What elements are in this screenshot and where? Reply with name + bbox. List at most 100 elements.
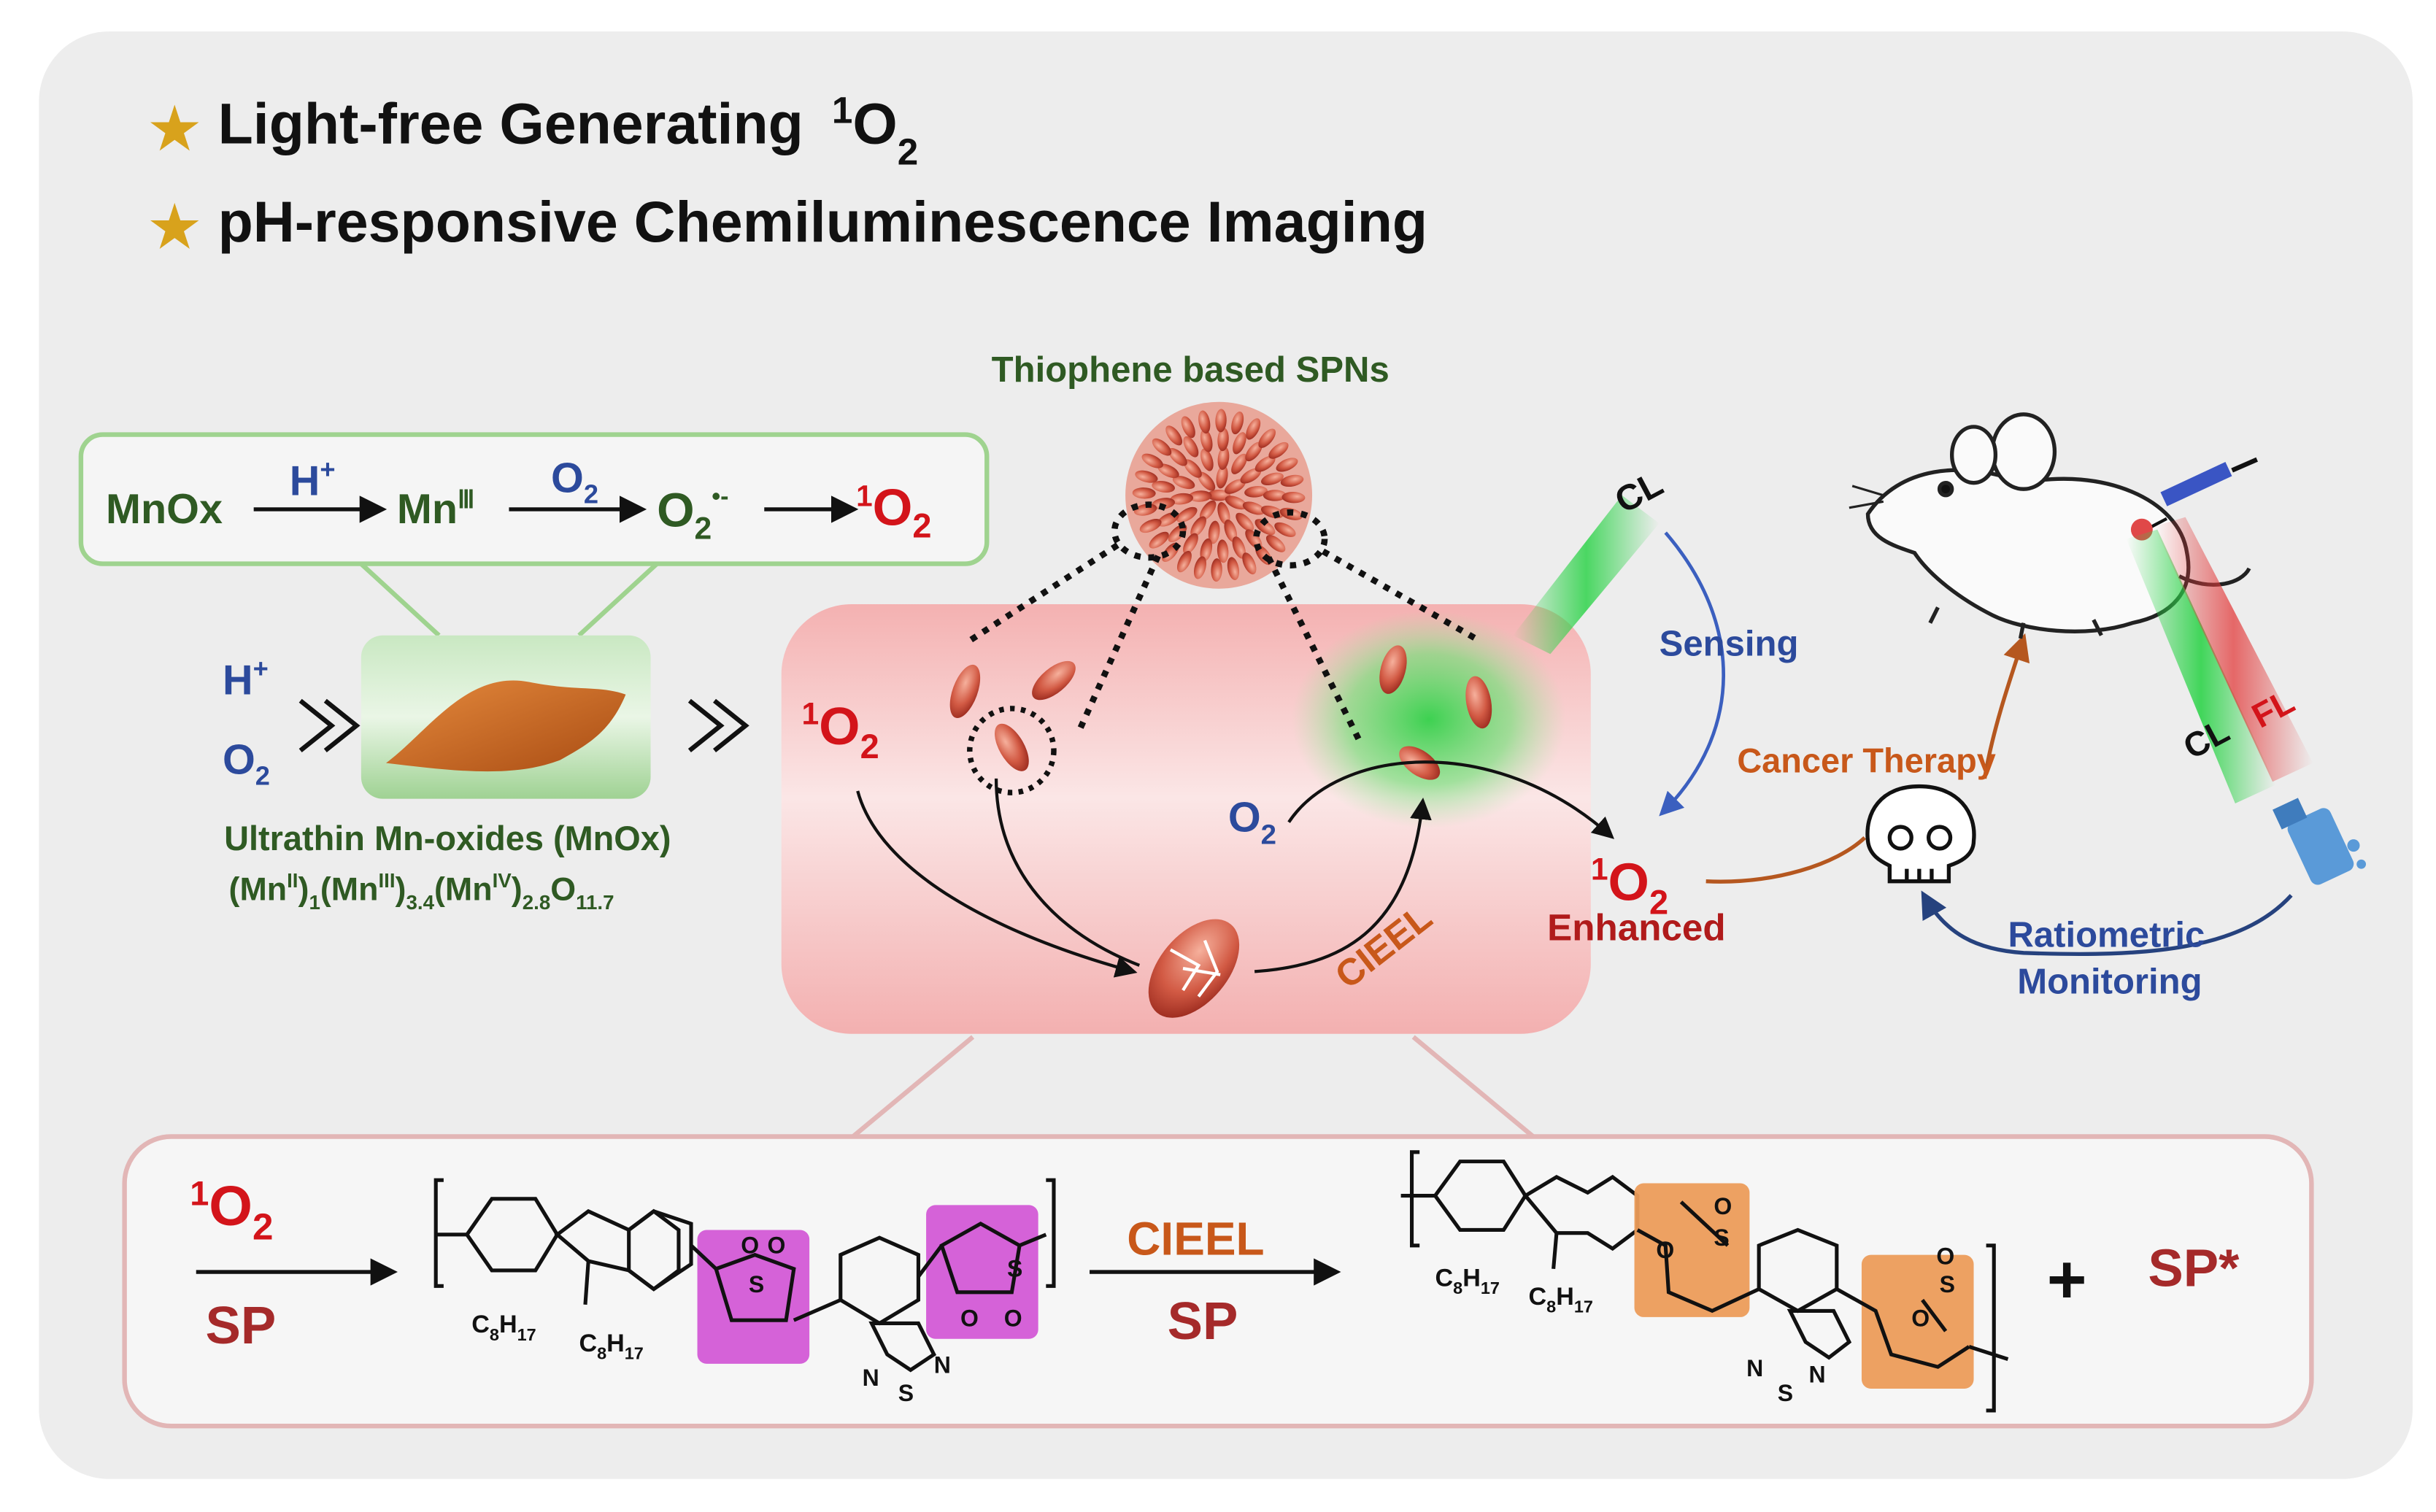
spn-pellet xyxy=(1217,428,1229,452)
spn-pellet xyxy=(1258,428,1276,448)
oxygen-atom: O xyxy=(1936,1243,1954,1269)
mnox-nanosheet xyxy=(361,635,651,799)
star-icon: ★ xyxy=(150,98,200,161)
spn-pellet xyxy=(1188,490,1212,502)
spn-pellet xyxy=(1181,416,1195,439)
skull-icon xyxy=(1865,784,1976,884)
spn-pellet xyxy=(1157,463,1179,479)
spn-pellet xyxy=(1281,492,1306,504)
cieel-reaction-label: CIEEL xyxy=(1127,1213,1264,1265)
spn-pellet xyxy=(1217,539,1229,563)
cl-beam xyxy=(2126,529,2276,804)
headline-line2: pH-responsive Chemiluminescence Imaging xyxy=(218,190,1427,254)
spn-pellet xyxy=(1254,519,1276,536)
spn-pellet xyxy=(1242,552,1257,575)
nitrogen-atom: N xyxy=(1808,1361,1825,1387)
sulfur-atom: S xyxy=(1007,1255,1022,1281)
spn-label: Thiophene based SPNs xyxy=(992,350,1389,390)
bottom-singlet-oxygen: 1O2 xyxy=(190,1174,273,1247)
spn-pellet xyxy=(1198,471,1216,491)
spn-pellet xyxy=(1152,481,1175,493)
sp-label-2: SP xyxy=(1168,1292,1238,1351)
spn-pellet xyxy=(1225,495,1247,510)
spn-pellet xyxy=(1254,455,1276,472)
mn-iii-label: MnⅢ xyxy=(397,486,475,533)
spn-pellet xyxy=(1200,429,1213,452)
spn-pellet xyxy=(1232,536,1246,559)
c8h17-label: C8H17 xyxy=(471,1311,536,1344)
nitrogen-atom: N xyxy=(863,1365,879,1391)
cell-o2: O2 xyxy=(1228,794,1276,850)
cell-singlet-oxygen: 1O2 xyxy=(801,696,879,765)
sensing-arrow xyxy=(1659,531,1726,817)
spn-pellet xyxy=(1176,550,1192,573)
spn-pellet xyxy=(1242,501,1265,515)
sensing-label: Sensing xyxy=(1660,624,1799,663)
spn-pellets-glowing xyxy=(1379,645,1492,780)
spn-pellet xyxy=(1132,487,1156,499)
spn-pellet xyxy=(1231,411,1244,435)
reaction-scheme-box xyxy=(122,1134,2314,1429)
spn-pellet xyxy=(1260,472,1284,486)
spn-pellet xyxy=(1244,486,1268,498)
sp-excited-label: SP* xyxy=(2148,1238,2240,1297)
spn-pellet xyxy=(1168,447,1187,466)
spn-pellet xyxy=(1215,409,1227,433)
connector-line xyxy=(851,1035,975,1138)
oxygen-atom: O xyxy=(960,1305,979,1332)
spn-pellet xyxy=(1227,557,1240,580)
sulfur-atom: S xyxy=(1778,1380,1793,1406)
spn-pellet xyxy=(1276,458,1298,472)
fl-beam xyxy=(2154,517,2313,782)
spn-pellet xyxy=(1152,498,1176,509)
ratiometric-arrow xyxy=(1921,890,2293,957)
spn-pellets-left xyxy=(949,660,1076,795)
mnox-label: MnOx xyxy=(106,486,223,533)
connector-line xyxy=(359,562,441,638)
o2-label: O2 xyxy=(551,455,598,509)
spn-pellet xyxy=(1170,493,1194,505)
spn-pellet xyxy=(1199,500,1217,521)
polymer-product xyxy=(1400,1150,2009,1413)
spn-pellet xyxy=(1183,533,1198,555)
spn-pellet xyxy=(1183,436,1199,458)
plus-sign: + xyxy=(2047,1241,2087,1318)
spn-pellet xyxy=(1198,410,1211,434)
c8h17-label: C8H17 xyxy=(579,1330,643,1363)
spn-pellet xyxy=(1224,519,1238,542)
sp-label: SP xyxy=(206,1296,277,1355)
headline-line1: Light-free Generating 1O2 xyxy=(218,89,919,172)
h-plus-label: H+ xyxy=(290,454,336,504)
enhanced-label: Enhanced xyxy=(1547,907,1726,949)
spn-pellet xyxy=(1172,475,1195,490)
spn-pellet xyxy=(1236,512,1254,532)
input-o2: O2 xyxy=(223,737,270,791)
spn-pellet xyxy=(1224,479,1246,494)
ratiometric-label: Ratiometric xyxy=(2008,915,2205,954)
spn-nanoparticle xyxy=(1125,401,1313,589)
spn-pellet xyxy=(1217,501,1230,525)
spn-pellet xyxy=(1135,470,1158,483)
therapy-arrow xyxy=(1982,633,2030,779)
c8h17-label: C8H17 xyxy=(1435,1264,1500,1297)
spn-pellet xyxy=(1246,418,1261,440)
spn-pellet xyxy=(1139,518,1162,533)
nanosheet-icon xyxy=(385,680,626,772)
spn-pellet xyxy=(1280,474,1304,487)
singlet-oxygen-label: 1O2 xyxy=(856,478,931,544)
spn-pellet xyxy=(1211,558,1222,582)
connector-line xyxy=(1411,1035,1535,1138)
oxygen-atom: O xyxy=(1004,1305,1022,1332)
nitrogen-atom: N xyxy=(1746,1355,1763,1381)
enhanced-singlet-oxygen: 1O2 xyxy=(1591,852,1668,922)
cl-beam-top xyxy=(1513,495,1660,655)
spn-pellet xyxy=(1168,524,1187,543)
spn-pellet xyxy=(1233,432,1246,455)
spn-pellet xyxy=(1184,459,1202,478)
spn-pellet xyxy=(1149,531,1169,549)
oxygen-atom: O xyxy=(1714,1193,1732,1219)
c8h17-label: C8H17 xyxy=(1529,1283,1593,1316)
double-chevron-icon xyxy=(298,698,361,753)
sulfur-atom: S xyxy=(1714,1224,1729,1251)
